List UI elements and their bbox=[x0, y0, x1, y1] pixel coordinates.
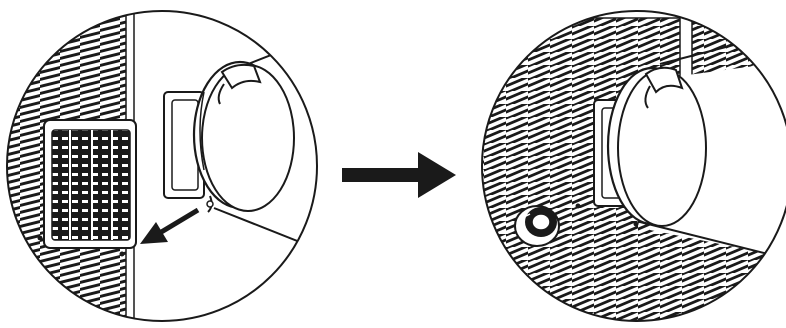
knob bbox=[515, 206, 559, 246]
before-panel bbox=[0, 0, 340, 328]
filter-frame bbox=[38, 120, 137, 257]
after-panel bbox=[470, 0, 786, 328]
right-arrow bbox=[342, 152, 456, 198]
